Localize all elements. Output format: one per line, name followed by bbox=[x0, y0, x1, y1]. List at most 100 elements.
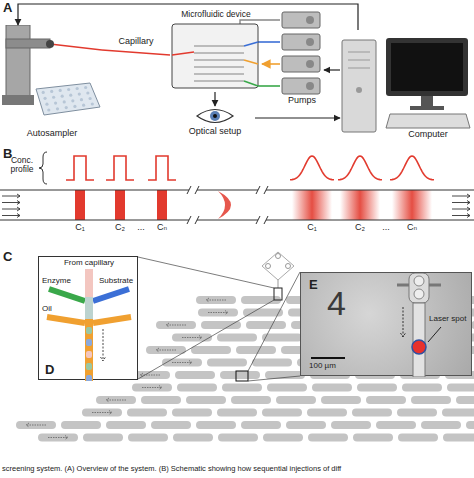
monitor-base bbox=[410, 106, 444, 110]
flow-arrow bbox=[2, 194, 20, 198]
pump-knob bbox=[306, 82, 314, 90]
droplet bbox=[86, 339, 92, 346]
channel-segment bbox=[456, 396, 474, 404]
computer-node: Computer bbox=[340, 30, 472, 142]
sample-band bbox=[157, 190, 167, 220]
detector-node: Optical setup bbox=[175, 106, 255, 142]
channel-segment bbox=[172, 409, 212, 417]
flow-arrow bbox=[156, 348, 176, 352]
pump-knob bbox=[306, 60, 314, 68]
zoom-line bbox=[138, 300, 274, 379]
capillary bbox=[50, 44, 102, 50]
channel-segment bbox=[151, 421, 191, 429]
chip-channel bbox=[194, 52, 244, 54]
substrate-inlet bbox=[93, 289, 129, 301]
side-channel bbox=[397, 284, 409, 287]
channel-segment bbox=[236, 346, 276, 354]
node-text: Enzyme bbox=[42, 277, 71, 286]
channel-segment bbox=[218, 434, 258, 442]
eye-symbol bbox=[197, 110, 233, 123]
droplet bbox=[86, 327, 92, 334]
annotation: Cₙ bbox=[157, 223, 167, 233]
plate-well bbox=[45, 103, 48, 106]
channel-segment bbox=[308, 434, 348, 442]
flow-arrow bbox=[2, 207, 20, 211]
channel-segment bbox=[162, 359, 202, 367]
brace bbox=[39, 152, 47, 184]
channel-segment bbox=[106, 421, 146, 429]
flow-arrow bbox=[2, 201, 20, 205]
chip-inlet bbox=[244, 81, 258, 86]
channel-wall bbox=[0, 220, 474, 221]
mixing-channel bbox=[85, 297, 93, 319]
channel-segment bbox=[331, 421, 371, 429]
channel-segment bbox=[222, 384, 262, 392]
node-text: Microfluidic device bbox=[170, 10, 262, 19]
channel-wall bbox=[0, 190, 474, 191]
channel-segment bbox=[376, 421, 416, 429]
plate-well bbox=[56, 107, 59, 110]
channel-segment bbox=[366, 396, 406, 404]
flow-arrow bbox=[2, 214, 20, 218]
dispersed-band bbox=[292, 190, 332, 220]
pump-tube bbox=[258, 85, 280, 87]
flow-arrow bbox=[92, 411, 112, 415]
plate-well bbox=[76, 87, 79, 90]
device-port bbox=[286, 264, 291, 269]
connector bbox=[262, 63, 280, 65]
flow-arrow bbox=[26, 423, 46, 427]
drive-slot bbox=[348, 68, 370, 69]
channel-segment bbox=[286, 421, 326, 429]
channel-segment bbox=[220, 371, 260, 379]
channel-segment bbox=[217, 409, 257, 417]
node-text: 100 µm bbox=[309, 362, 336, 371]
channel-segment bbox=[397, 409, 437, 417]
pump-knob bbox=[306, 38, 314, 46]
pump-symbol bbox=[282, 12, 320, 28]
node-text: Optical setup bbox=[175, 127, 255, 137]
flow-arrow bbox=[101, 329, 106, 361]
sample-band bbox=[75, 190, 85, 220]
plate-well bbox=[91, 102, 94, 105]
concentration-pulse bbox=[148, 156, 176, 180]
annotation: ... bbox=[382, 223, 390, 233]
node-text: Oil bbox=[42, 305, 52, 314]
zoom-line bbox=[138, 257, 274, 288]
node-text: E bbox=[309, 278, 318, 292]
channel-segment bbox=[262, 334, 302, 342]
channel-segment bbox=[132, 384, 172, 392]
annotation: C₂ bbox=[115, 223, 125, 233]
node-text: D bbox=[45, 363, 54, 377]
chip-channel bbox=[194, 59, 244, 61]
channel-segment bbox=[217, 334, 257, 342]
plate-well bbox=[52, 96, 55, 99]
flow-arrow bbox=[206, 298, 226, 302]
droplet bbox=[86, 351, 92, 358]
eye-iris bbox=[210, 111, 220, 121]
channel-segment bbox=[207, 359, 247, 367]
break-mark bbox=[256, 216, 260, 224]
sample-band bbox=[115, 190, 125, 220]
channel-segment bbox=[352, 409, 392, 417]
node-drawing bbox=[175, 106, 255, 142]
chip-inlet bbox=[244, 60, 258, 64]
node-text: Computer bbox=[384, 130, 472, 140]
channel-segment bbox=[353, 434, 393, 442]
connector bbox=[102, 50, 170, 55]
plate-well bbox=[47, 108, 50, 111]
annotation: Cₙ bbox=[407, 223, 417, 233]
channel-segment bbox=[175, 371, 215, 379]
dispersed-band bbox=[392, 190, 432, 220]
node-text: From capillary bbox=[39, 259, 139, 268]
channel-segment bbox=[156, 321, 196, 329]
flow-arrow bbox=[166, 323, 186, 327]
laser-spot bbox=[412, 340, 426, 354]
plate-well bbox=[61, 95, 64, 98]
channel-segment bbox=[321, 396, 361, 404]
flow-arrow bbox=[452, 214, 470, 218]
channel-segment bbox=[312, 384, 352, 392]
sample-channel bbox=[85, 269, 93, 297]
channel-segment bbox=[411, 396, 451, 404]
autosampler-arm bbox=[6, 39, 50, 48]
